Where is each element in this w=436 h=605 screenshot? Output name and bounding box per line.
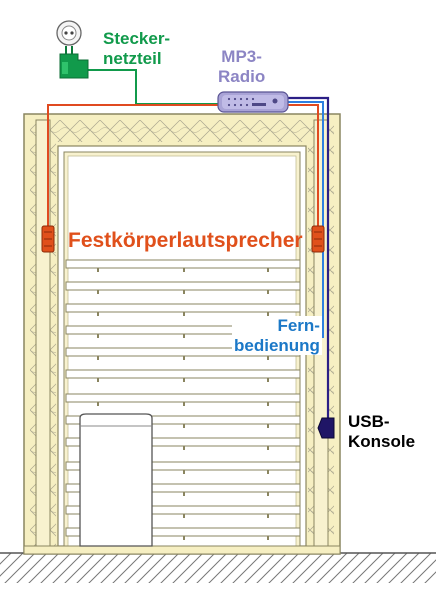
bench-slat [65, 281, 301, 291]
mp3-radio-label-line2: Radio [218, 67, 266, 86]
bench-support [267, 402, 269, 406]
speaker-panel-icon [41, 225, 55, 253]
bench-support [97, 402, 99, 406]
bench-slat [65, 393, 301, 403]
power-supply-label: Stecker- netzteil [103, 30, 170, 67]
bench-support [97, 334, 99, 338]
bench-support [267, 514, 269, 518]
bench-support [97, 378, 99, 382]
bench-support [267, 424, 269, 428]
bench-support [267, 446, 269, 450]
bench-support [183, 424, 185, 428]
bench-support [183, 514, 185, 518]
remote-control-label: Fern- bedienung [232, 316, 322, 355]
bench-support [97, 312, 99, 316]
bench-support [267, 378, 269, 382]
power-supply-label-line1: Stecker- [103, 29, 171, 48]
bench-support [97, 356, 99, 360]
bench-support [97, 268, 99, 272]
bench-support [183, 290, 185, 294]
bench-support [183, 492, 185, 496]
wall-socket-icon [56, 20, 82, 46]
bench-support [267, 492, 269, 496]
bench-support [267, 312, 269, 316]
bench-support [183, 446, 185, 450]
bench-slat [65, 259, 301, 269]
usb-console-label-line1: USB- [348, 412, 390, 431]
power-plug-icon [59, 46, 89, 79]
bench-support [183, 312, 185, 316]
usb-console-label: USB- Konsole [348, 413, 415, 450]
mp3-radio-device-icon [217, 91, 289, 113]
bench-support [183, 378, 185, 382]
bench-slat [65, 303, 301, 313]
bench-support [183, 402, 185, 406]
remote-control-label-line2: bedienung [234, 336, 320, 355]
bench-support [183, 470, 185, 474]
bench-support [183, 356, 185, 360]
power-supply-label-line2: netzteil [103, 49, 162, 68]
bench-support [267, 536, 269, 540]
bench-support [97, 290, 99, 294]
bench-support [267, 290, 269, 294]
usb-console-icon [317, 417, 335, 439]
bench-support [267, 470, 269, 474]
speakers-label: Festkörperlautsprecher [68, 229, 303, 252]
bench-slat [65, 369, 301, 379]
mp3-radio-label-line1: MP3- [221, 47, 262, 66]
bench-support [267, 356, 269, 360]
ceiling-insulation [56, 120, 308, 142]
sauna-benches [65, 259, 301, 540]
usb-console-label-line2: Konsole [348, 432, 416, 451]
bench-support [183, 536, 185, 540]
mp3-radio-label: MP3- Radio [218, 48, 265, 85]
speaker-panel-icon [311, 225, 325, 253]
remote-control-label-line1: Fern- [277, 316, 320, 335]
floor [0, 552, 436, 583]
bench-support [183, 268, 185, 272]
bench-support [267, 268, 269, 272]
sauna-stove-icon [79, 413, 153, 547]
bench-support [183, 334, 185, 338]
